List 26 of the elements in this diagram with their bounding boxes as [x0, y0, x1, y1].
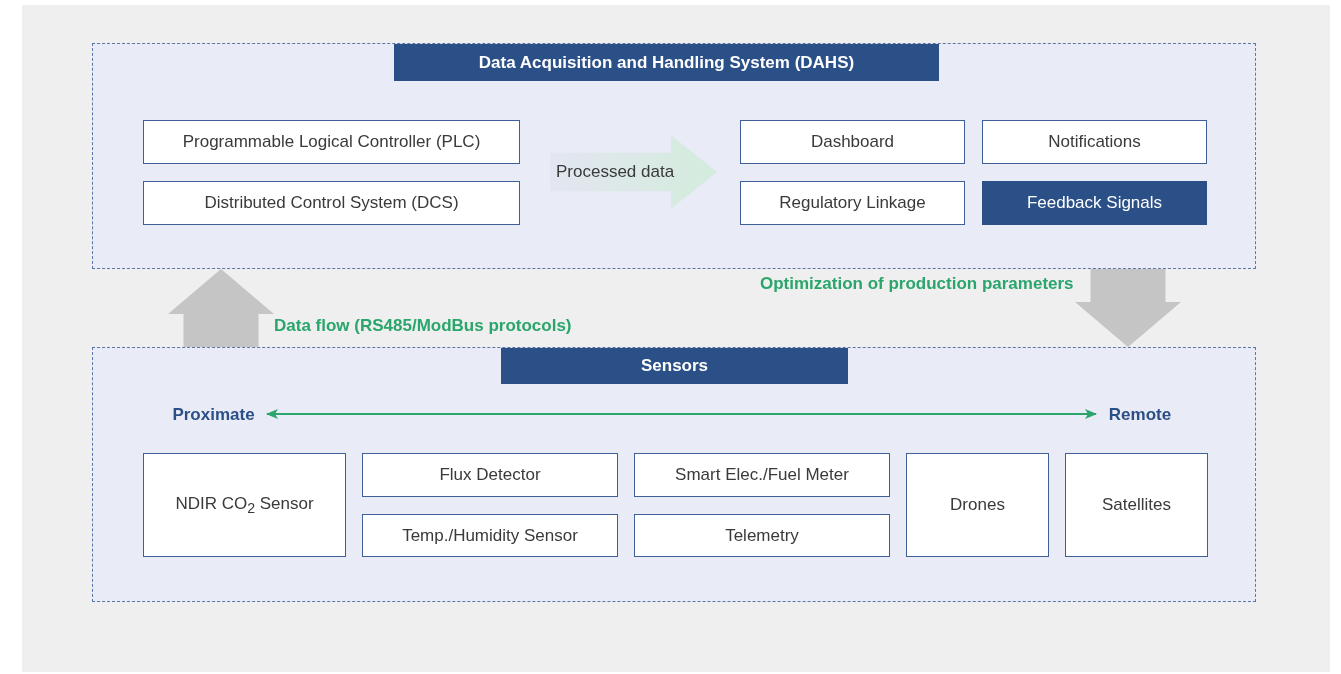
item-box: Programmable Logical Controller (PLC) [143, 120, 520, 164]
scale-end-label: Proximate [161, 403, 266, 427]
edge-label: Optimization of production parameters [758, 274, 1076, 294]
highlighted-box: Feedback Signals [982, 181, 1207, 225]
item-box: Distributed Control System (DCS) [143, 181, 520, 225]
dashed-group-frame [92, 43, 1256, 269]
item-box: NDIR CO$_{2}$ Sensor [143, 453, 346, 557]
block-arrow [550, 135, 717, 209]
item-box: Notifications [982, 120, 1207, 164]
item-box: Drones [906, 453, 1049, 557]
arrow-label: Processed data [555, 162, 675, 182]
group-heading: Sensors [501, 348, 848, 384]
double-arrow [266, 409, 1097, 419]
item-box: Smart Elec./Fuel Meter [634, 453, 890, 497]
item-box: Flux Detector [362, 453, 618, 497]
item-box: Regulatory Linkage [740, 181, 965, 225]
scale-end-label: Remote [1099, 403, 1181, 427]
edge-label: Data flow (RS485/ModBus protocols) [272, 316, 574, 336]
group-heading: Data Acquisition and Handling System (DAHS) [394, 44, 939, 81]
item-box: Dashboard [740, 120, 965, 164]
dashed-group-frame [92, 347, 1256, 602]
block-arrow [1075, 269, 1181, 347]
item-box: Telemetry [634, 514, 890, 557]
item-box: Temp./Humidity Sensor [362, 514, 618, 557]
item-box: Satellites [1065, 453, 1208, 557]
block-arrow [168, 269, 274, 347]
